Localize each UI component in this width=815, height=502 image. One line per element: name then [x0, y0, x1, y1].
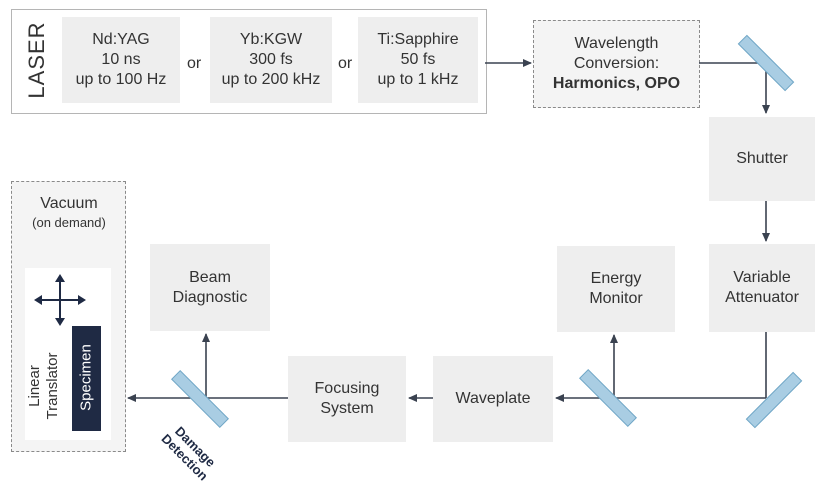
laser-source-pulse: 50 fs [400, 51, 436, 68]
vacuum-title: Vacuum [40, 195, 98, 212]
beam-splitter-energy [579, 369, 637, 427]
variable-attenuator-box: Variable Attenuator [709, 244, 815, 332]
or-label: or [338, 55, 353, 72]
specimen-bar [72, 326, 101, 431]
waveplate-box: Waveplate [433, 356, 553, 442]
mirror-bottom-right [745, 371, 803, 429]
shutter-box: Shutter [709, 117, 815, 201]
specimen-label: Specimen [77, 344, 95, 411]
focusing-system-box: Focusing System [288, 356, 406, 442]
laser-source-name: Ti:Sapphire [377, 31, 459, 48]
beam-diagnostic-line-2: Diagnostic [172, 288, 248, 306]
wavelength-conversion-box: Wavelength Conversion: Harmonics, OPO [533, 20, 700, 108]
laser-source-pulse: 10 ns [101, 51, 141, 68]
translator-label: Linear Translator [26, 326, 62, 446]
conversion-line-3: Harmonics, OPO [552, 75, 681, 92]
focusing-line-2: System [320, 400, 374, 417]
beam-diagnostic-box: Beam Diagnostic [150, 244, 270, 331]
energy-monitor-line-2: Monitor [589, 290, 643, 307]
mirror-top-right [737, 34, 795, 92]
or-label: or [187, 55, 202, 72]
four-way-arrow-icon [34, 274, 86, 326]
laser-source-ybkgw: Yb:KGW 300 fs up to 200 kHz [210, 17, 332, 103]
beam-splitter-diagnostic [171, 370, 229, 428]
laser-source-ndyag: Nd:YAG 10 ns up to 100 Hz [62, 17, 180, 103]
energy-monitor-box: Energy Monitor [557, 246, 675, 332]
laser-source-pulse: 300 fs [249, 51, 293, 68]
laser-source-name: Nd:YAG [92, 31, 150, 48]
translator-line-2: Translator [44, 352, 61, 420]
conversion-line-1: Wavelength [574, 35, 659, 52]
beam-diagnostic-line-1: Beam [189, 268, 231, 286]
conversion-line-2: Conversion: [573, 55, 660, 72]
focusing-line-1: Focusing [314, 380, 380, 397]
laser-source-rate: up to 100 Hz [75, 71, 167, 88]
vacuum-subtitle: (on demand) [32, 215, 106, 230]
laser-source-rate: up to 1 kHz [377, 71, 459, 88]
laser-source-name: Yb:KGW [239, 31, 303, 48]
attenuator-line-2: Attenuator [725, 289, 799, 306]
waveplate-label: Waveplate [455, 390, 531, 407]
translator-line-1: Linear [26, 365, 43, 407]
laser-source-rate: up to 200 kHz [221, 71, 321, 88]
laser-source-tisapphire: Ti:Sapphire 50 fs up to 1 kHz [358, 17, 478, 103]
energy-monitor-line-1: Energy [590, 270, 642, 287]
shutter-label: Shutter [736, 150, 788, 167]
attenuator-line-1: Variable [733, 269, 791, 286]
